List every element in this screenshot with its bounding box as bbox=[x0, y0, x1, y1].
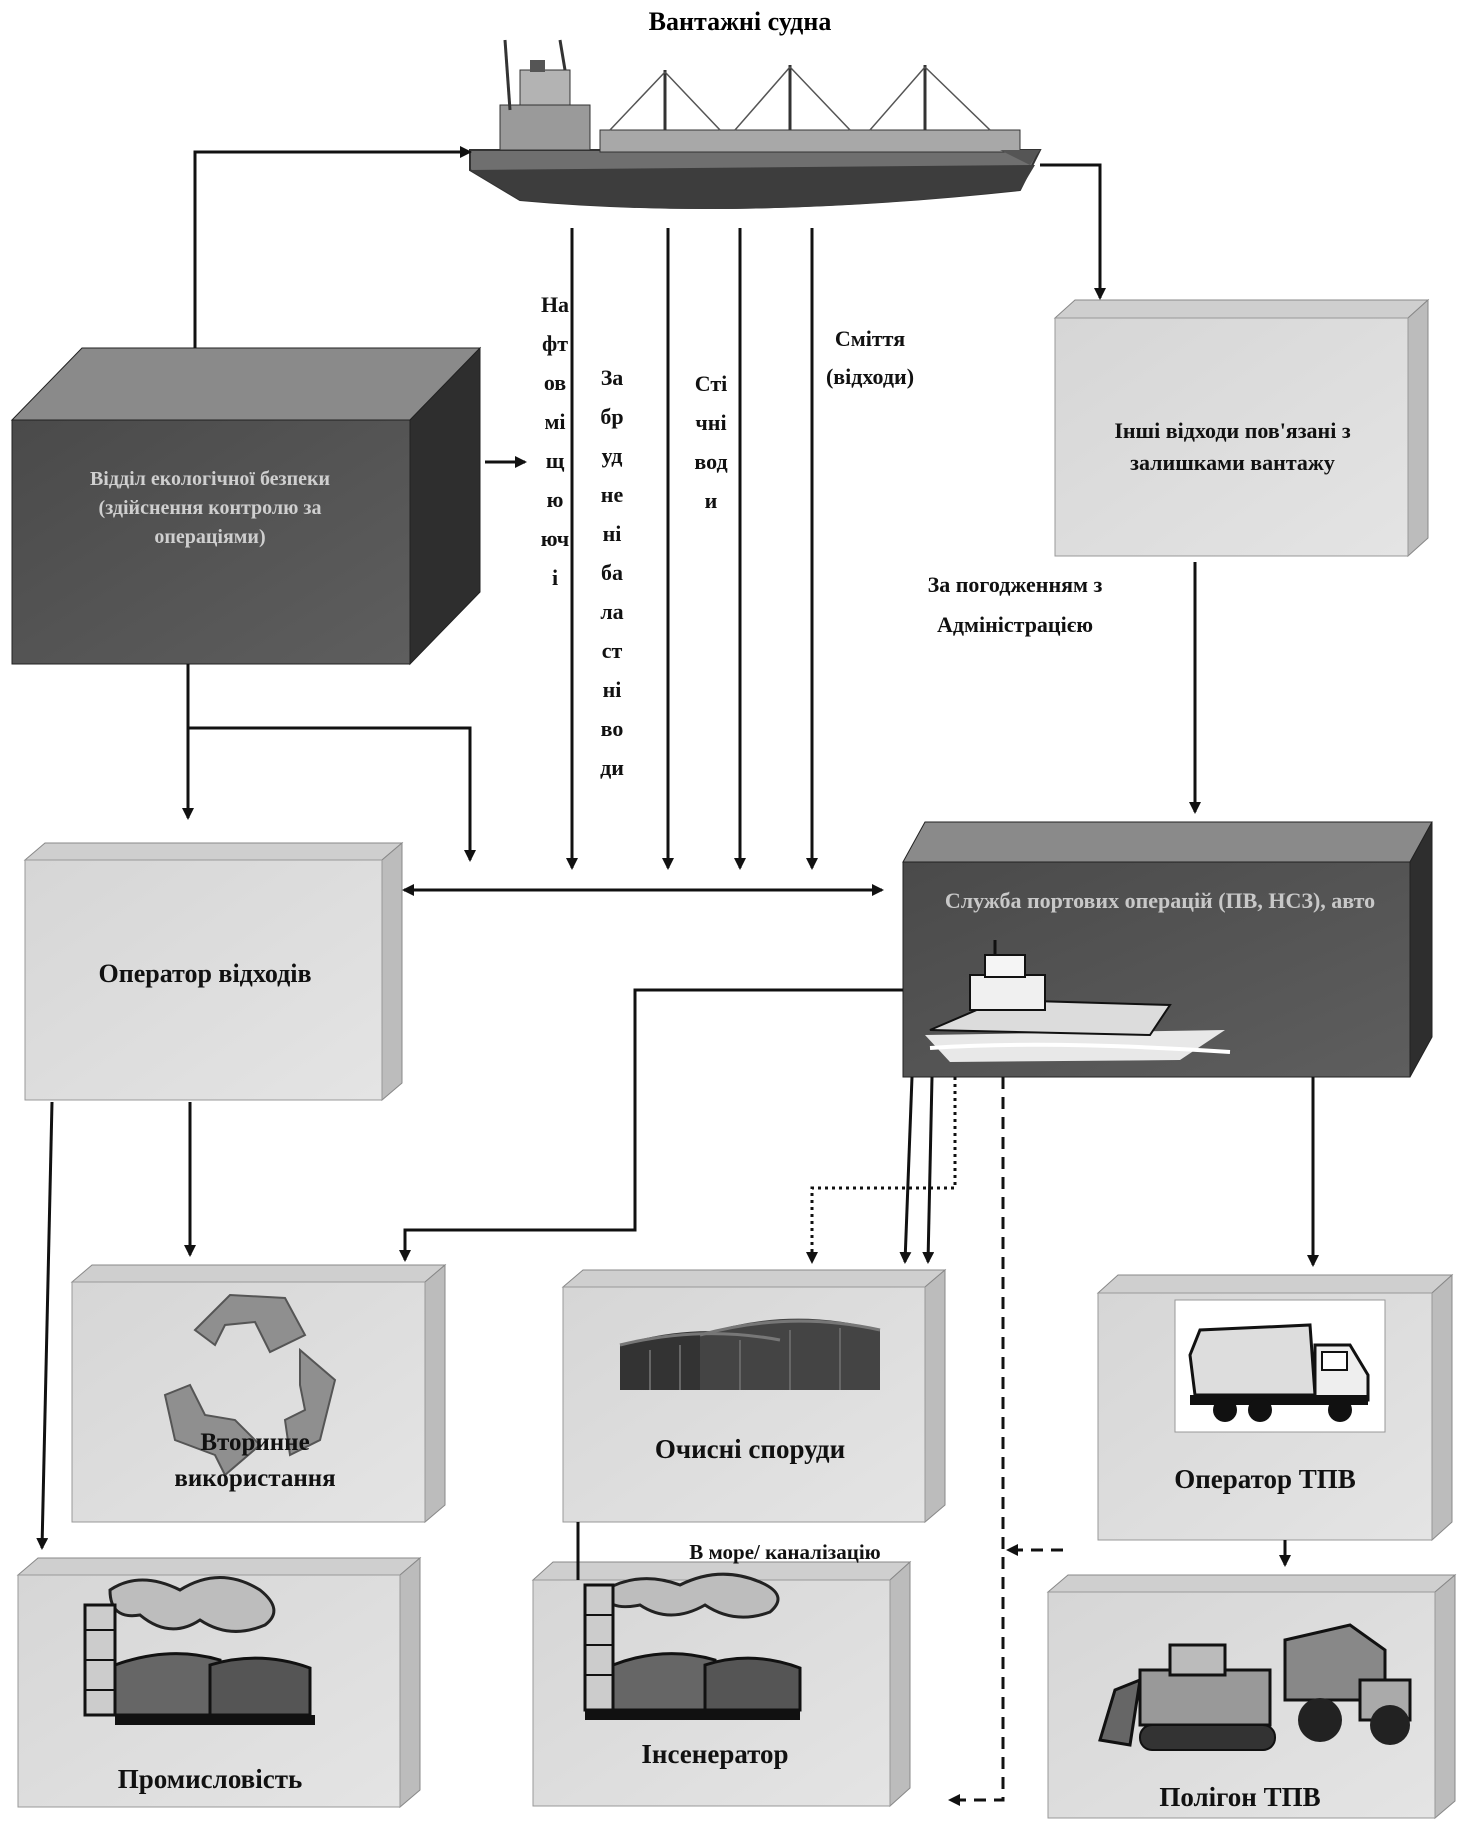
ballast-syllable: ба bbox=[601, 560, 623, 585]
connector-ecology-to-ship bbox=[193, 146, 472, 348]
ballast-syllable: ла bbox=[600, 599, 624, 624]
factory-illustration bbox=[83, 1576, 315, 1725]
oily-syllable: ов bbox=[543, 370, 567, 395]
port-service-label: Служба портових операцій (ПВ, НСЗ), авто bbox=[944, 888, 1376, 913]
ballast-water-label: За бр уд не ні ба ла ст ні во ди bbox=[592, 358, 632, 787]
oily-syllable: ю bbox=[546, 487, 564, 512]
ballast-syllable: уд bbox=[601, 443, 623, 468]
recycling-icon bbox=[163, 1293, 337, 1477]
ballast-syllable: не bbox=[600, 482, 624, 507]
ecology-department-box bbox=[10, 346, 482, 666]
connector-port-to-treatment-dotted bbox=[806, 1077, 957, 1264]
connector-operator-to-industry bbox=[36, 1101, 54, 1550]
ballast-syllable: ди bbox=[600, 755, 624, 780]
landfill-machinery-illustration bbox=[1098, 1623, 1412, 1751]
connector-port-to-treatment-1 bbox=[899, 1076, 914, 1264]
ballast-syllable: За bbox=[600, 365, 624, 390]
connector-ship-to-other-waste bbox=[1040, 163, 1106, 300]
ballast-syllable: ні bbox=[602, 521, 622, 546]
sewage-label: Сті чні вод и bbox=[688, 364, 734, 520]
oily-syllable: фт bbox=[541, 331, 569, 356]
connector-port-to-recycling bbox=[399, 988, 903, 1262]
landfill-label: Полігон ТПВ bbox=[1159, 1782, 1321, 1812]
sewage-syllable: и bbox=[704, 488, 718, 513]
oily-syllable: і bbox=[551, 565, 559, 590]
industry-label: Промисловість bbox=[117, 1764, 303, 1794]
garbage-label: Сміття (відходи) bbox=[825, 326, 915, 389]
sewage-syllable: Сті bbox=[694, 371, 728, 396]
sewage-syllable: чні bbox=[695, 410, 727, 435]
agreement-note: За погодженням з Адміністрацією bbox=[927, 572, 1103, 637]
incinerator-illustration bbox=[583, 1572, 802, 1720]
ballast-syllable: ст bbox=[601, 638, 623, 663]
oily-syllable: щ bbox=[545, 448, 565, 473]
oily-syllable: юч bbox=[540, 526, 570, 551]
ballast-syllable: ні bbox=[602, 677, 622, 702]
treatment-box bbox=[561, 1268, 947, 1524]
connector-port-to-treatment-2 bbox=[922, 1076, 935, 1264]
ballast-syllable: бр bbox=[600, 404, 624, 429]
treatment-facility-illustration bbox=[619, 1318, 881, 1390]
sea-sewer-note: В море/ каналізацію bbox=[689, 1540, 881, 1564]
connector-dashed-vertical bbox=[948, 1077, 1005, 1806]
oily-syllable: мі bbox=[544, 409, 566, 434]
waste-operator-label: Оператор відходів bbox=[98, 959, 312, 988]
garbage-truck-illustration bbox=[1174, 1299, 1386, 1433]
waste-operator-box bbox=[23, 841, 404, 1102]
ecology-department-label: Відділ екологічної безпеки (здійснення к… bbox=[89, 468, 331, 548]
recycling-label: Вторинне використання bbox=[174, 1429, 336, 1493]
ship-title: Вантажні судна bbox=[649, 7, 832, 36]
cargo-ship-illustration bbox=[469, 39, 1042, 209]
incinerator-label: Інсенератор bbox=[641, 1739, 789, 1769]
oily-syllable: На bbox=[540, 292, 570, 317]
other-waste-box bbox=[1053, 298, 1430, 558]
connector-ecology-branch bbox=[188, 726, 476, 862]
other-waste-label: Інші відходи пов'язані з залишками ванта… bbox=[1114, 418, 1351, 475]
msw-operator-label: Оператор ТПВ bbox=[1174, 1464, 1356, 1494]
tugboat-illustration bbox=[925, 940, 1231, 1062]
sewage-syllable: вод bbox=[694, 449, 728, 474]
treatment-label: Очисні споруди bbox=[654, 1434, 846, 1464]
ballast-syllable: во bbox=[600, 716, 624, 741]
